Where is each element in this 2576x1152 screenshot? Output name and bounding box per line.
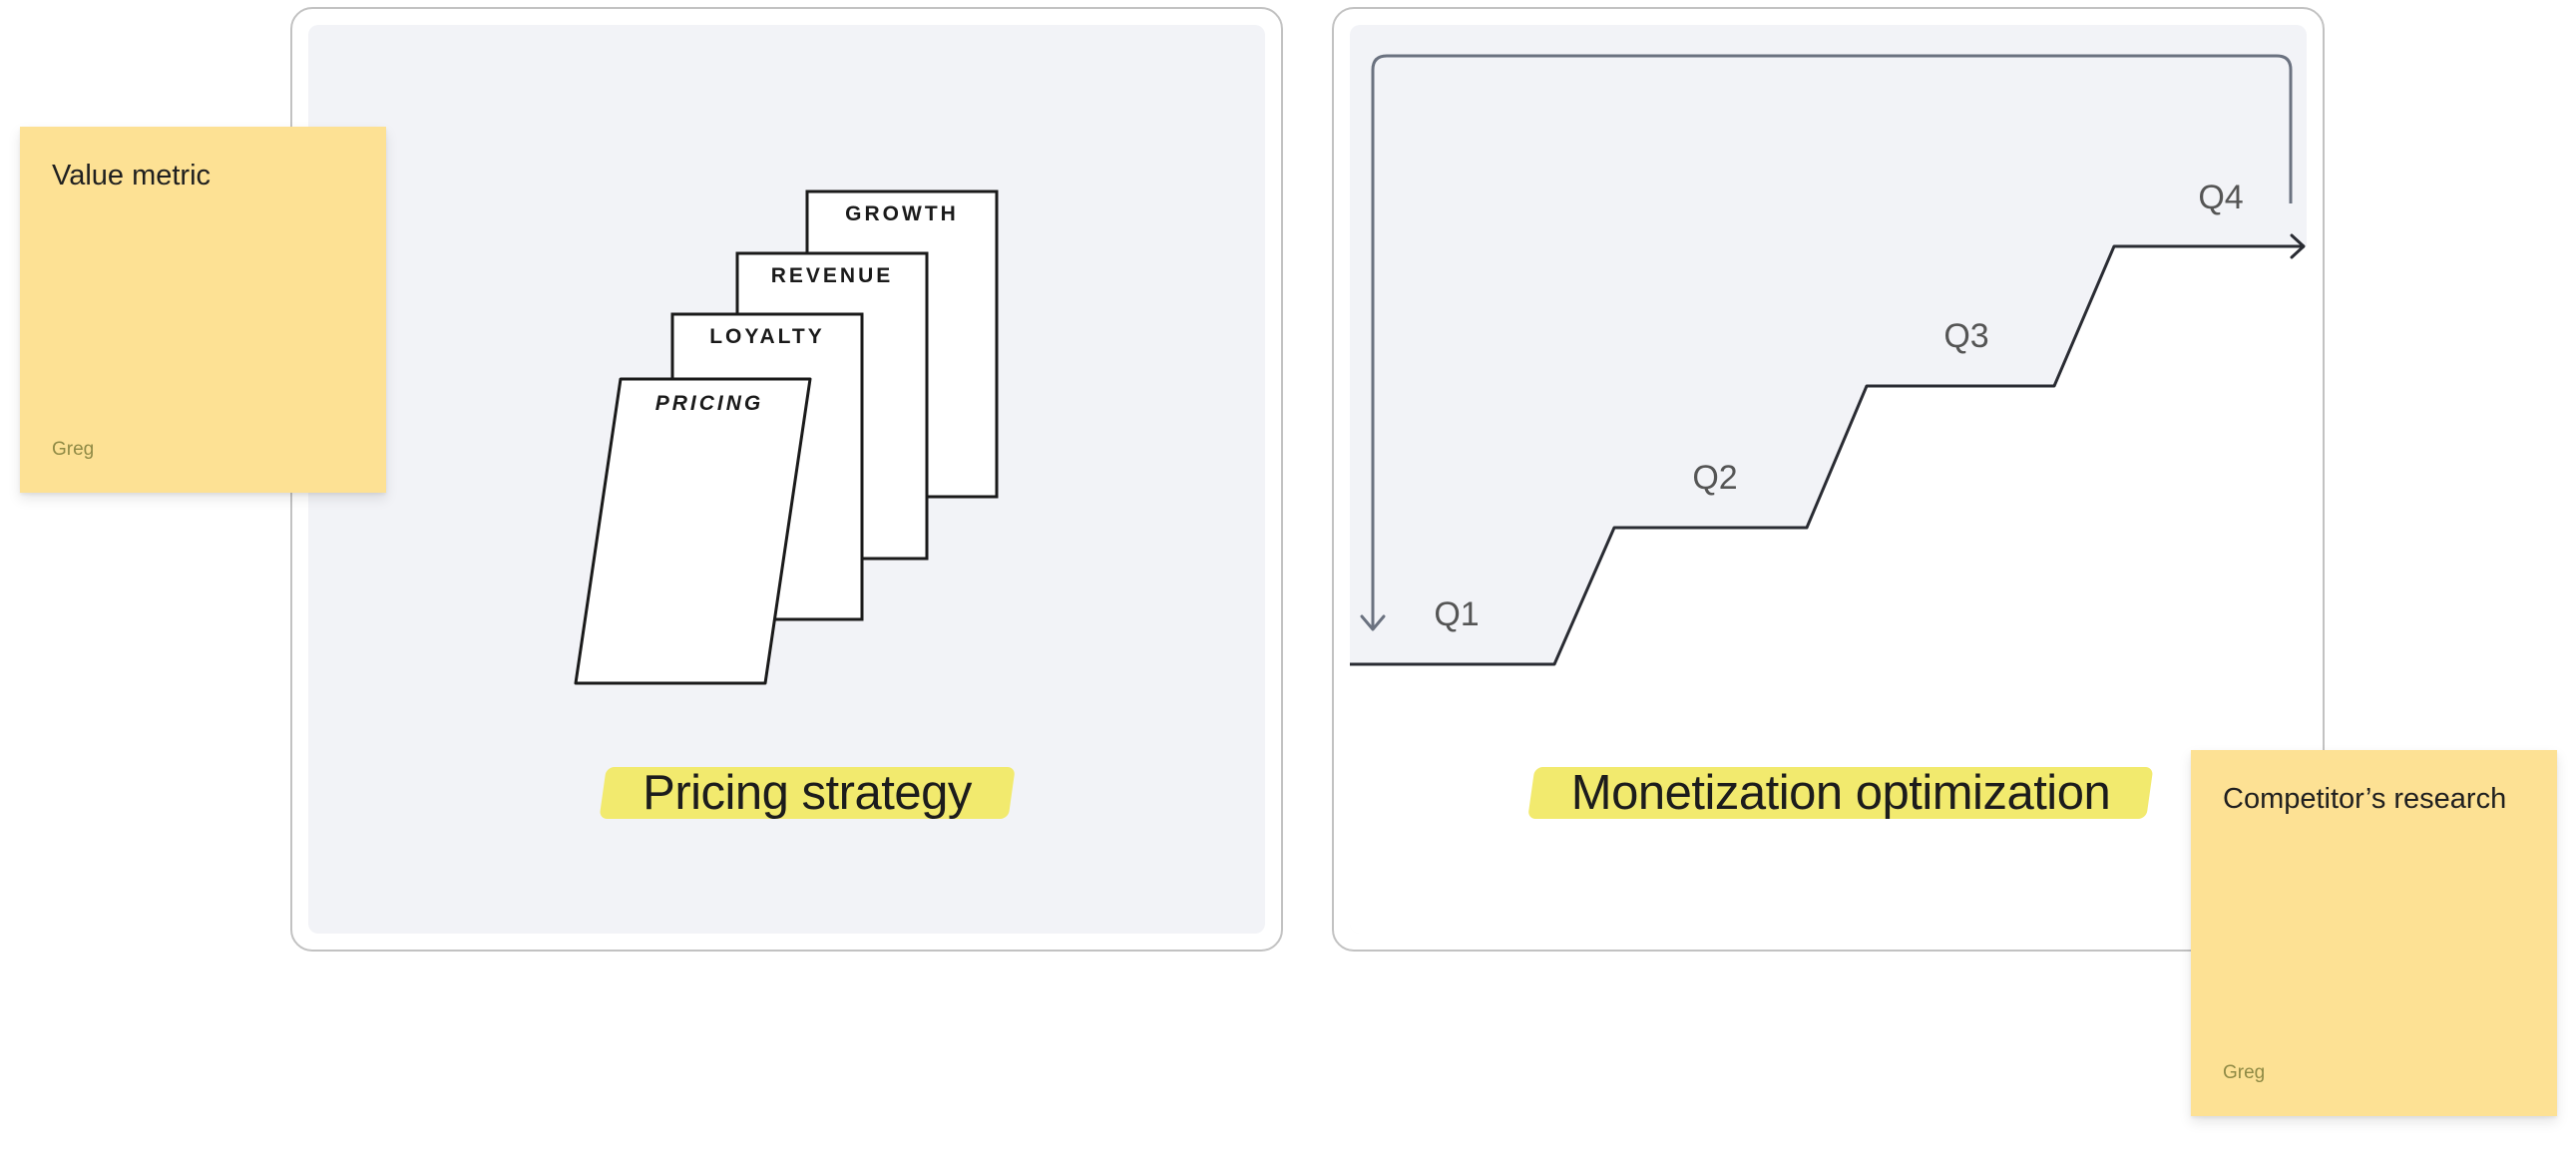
monetization-optimization-title[interactable]: Monetization optimization <box>1527 763 2154 823</box>
sticky-note-text: Competitor’s research <box>2223 783 2507 815</box>
monetization-optimization-frame[interactable]: Q1 Q2 Q3 Q4 <box>1332 7 2325 952</box>
loop-arrowhead-icon <box>1360 614 1386 631</box>
step-label-q3: Q3 <box>1943 317 1988 355</box>
sticky-note-text: Value metric <box>52 160 212 192</box>
card-growth-label: GROWTH <box>845 202 959 225</box>
growth-step-line <box>1350 244 2305 666</box>
monetization-optimization-title-text: Monetization optimization <box>1570 766 2111 820</box>
card-loyalty-label: LOYALTY <box>709 325 825 348</box>
card-pricing-label: PRICING <box>655 392 764 415</box>
step-area-fill <box>1350 246 2307 934</box>
card-pricing[interactable]: PRICING <box>574 377 812 685</box>
step-arrowhead-icon <box>2290 233 2306 259</box>
sticky-note-competitors-research[interactable]: Competitor’s research Greg <box>2191 750 2557 1116</box>
sticky-note-author: Greg <box>2223 1062 2266 1083</box>
pricing-cards-diagram: GROWTH REVENUE LOYALTY PRICING <box>574 190 999 685</box>
step-label-q4: Q4 <box>2198 179 2243 216</box>
pricing-strategy-title[interactable]: Pricing strategy <box>599 763 1016 823</box>
sticky-note-value-metric[interactable]: Value metric Greg <box>20 127 386 493</box>
loop-connector-line <box>1371 54 2293 627</box>
step-label-q2: Q2 <box>1692 459 1737 497</box>
sticky-note-author: Greg <box>52 439 95 460</box>
step-label-q1: Q1 <box>1434 595 1479 633</box>
pricing-strategy-title-text: Pricing strategy <box>643 766 972 820</box>
quarterly-steps-diagram: Q1 Q2 Q3 Q4 <box>1350 54 2307 934</box>
card-revenue-label: REVENUE <box>771 264 894 287</box>
